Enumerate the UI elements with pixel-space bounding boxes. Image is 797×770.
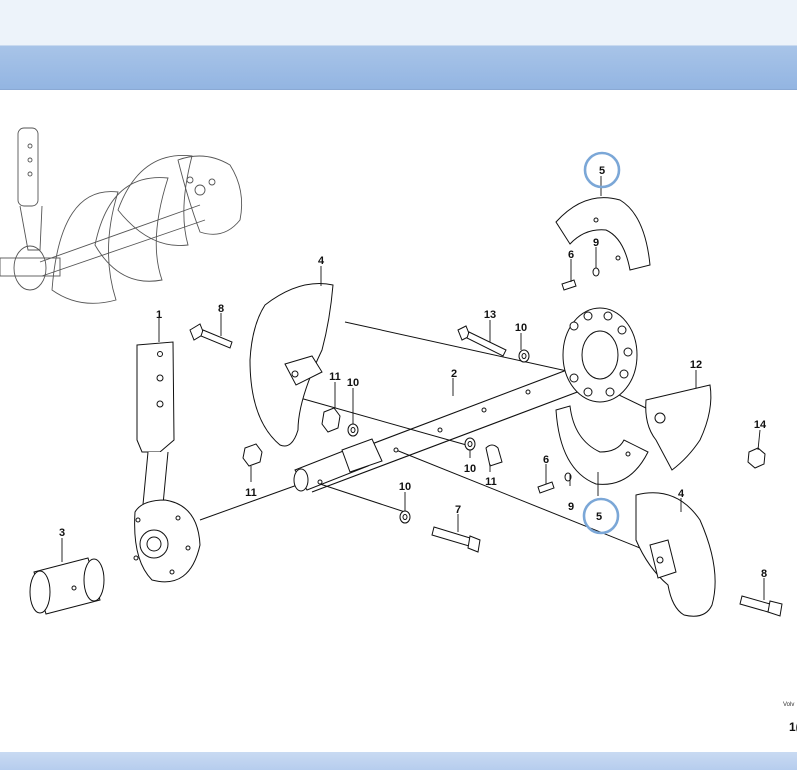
diagram-canvas: 1 2 3 4 4 5 5 6 6 7 8 8 9 9 10 10 10 10 … bbox=[0, 92, 797, 752]
top-strip bbox=[0, 0, 797, 45]
callout-11-c: 11 bbox=[485, 476, 497, 488]
callout-11-a: 11 bbox=[329, 371, 341, 383]
nuts bbox=[242, 407, 766, 469]
callout-2: 2 bbox=[451, 368, 457, 380]
part-5-segment-upper bbox=[555, 197, 651, 271]
callout-7: 7 bbox=[455, 504, 461, 516]
callout-leaders bbox=[61, 176, 765, 600]
callout-12: 12 bbox=[690, 359, 702, 371]
shaft-flange bbox=[562, 307, 638, 403]
callout-10-d: 10 bbox=[399, 481, 411, 493]
callout-10-c: 10 bbox=[464, 463, 476, 475]
part-4-disc-upper bbox=[249, 283, 334, 447]
header-band bbox=[0, 45, 797, 90]
highlight-ring-lower bbox=[582, 497, 620, 535]
callout-9-lower: 9 bbox=[568, 501, 574, 513]
callout-10-b: 10 bbox=[347, 377, 359, 389]
callout-14: 14 bbox=[754, 419, 767, 431]
callout-13: 13 bbox=[484, 309, 496, 321]
shaft-end bbox=[293, 373, 573, 492]
callout-1: 1 bbox=[156, 309, 162, 321]
highlight-ring-upper bbox=[583, 151, 621, 189]
parts-diagram: 1 2 3 4 4 5 5 6 6 7 8 8 9 9 10 10 10 10 … bbox=[0, 127, 783, 617]
washers bbox=[347, 267, 600, 524]
callout-4-upper: 4 bbox=[318, 255, 325, 267]
callout-10-a: 10 bbox=[515, 322, 527, 334]
callout-11-b: 11 bbox=[245, 487, 257, 499]
callout-3: 3 bbox=[59, 527, 65, 539]
callout-6-lower: 6 bbox=[543, 454, 549, 466]
part-5-segment-lower bbox=[555, 405, 649, 485]
callout-8-lower: 8 bbox=[761, 568, 767, 580]
callout-6-upper: 6 bbox=[568, 249, 574, 261]
bolts bbox=[189, 279, 783, 617]
callout-8-upper: 8 bbox=[218, 303, 224, 315]
part-1-lever bbox=[133, 341, 201, 583]
brand-text: Volv bbox=[783, 702, 795, 708]
callout-5-lower: 5 bbox=[596, 511, 602, 523]
callout-9-upper: 9 bbox=[593, 237, 599, 249]
part-3-bushing bbox=[29, 557, 105, 615]
part-12-blade bbox=[645, 384, 712, 471]
background-assembly bbox=[0, 127, 243, 304]
bottom-band bbox=[0, 752, 797, 770]
callout-4-lower: 4 bbox=[678, 488, 685, 500]
part-4-disc-lower bbox=[635, 492, 716, 617]
callout-5-upper: 5 bbox=[599, 165, 605, 177]
page-reference: 1( bbox=[789, 720, 797, 734]
